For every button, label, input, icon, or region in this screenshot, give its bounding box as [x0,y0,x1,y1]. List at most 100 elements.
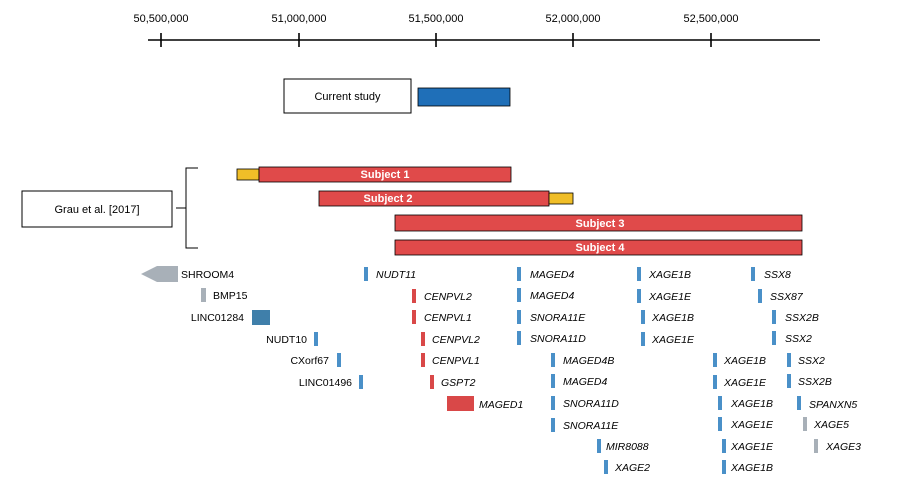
subject-2-label: Subject 2 [364,193,413,205]
grau-box [21,190,173,228]
gene-label: CXorf67 [290,355,329,367]
gene-mark [314,332,318,346]
gene-mark [421,353,425,367]
gene-label: SSX2B [798,376,832,388]
gene-mark [772,310,776,324]
subject-4-bar [394,239,803,256]
gene-label: MAGED1 [479,399,523,411]
gene-mark [641,310,645,324]
gene-mark [412,310,416,324]
gene-label: SHROOM4 [181,269,234,281]
gene-mark [604,460,608,474]
gene-label: GSPT2 [441,377,476,389]
subject-1-bar [258,166,512,183]
gene-mark [637,289,641,303]
current-study-label: Current study [314,91,381,103]
gene-mark [517,310,521,324]
gene-mark [797,396,801,410]
gene-label: XAGE1B [723,355,766,367]
gene-mark [641,332,645,346]
gene-label: XAGE3 [825,441,861,453]
gene-label: NUDT10 [266,334,307,346]
gene-mark [421,332,425,346]
gene-label: BMP15 [213,290,248,302]
grau-group: Grau et al. [2017] [21,167,198,249]
gene-mark [787,374,791,388]
gene-mark [430,375,434,389]
gene-mark [364,267,368,281]
gene-label: SSX8 [764,269,791,281]
current-study-bar [417,87,511,107]
gene-mark [551,374,555,388]
gene-label: CENPVL2 [424,291,472,303]
current-study-group: Current study [283,78,511,114]
gene-mark [758,289,762,303]
gene-label: XAGE1B [651,312,694,324]
gene-label: SNORA11D [530,333,586,345]
gene-label: XAGE1E [730,419,774,431]
gene-label: LINC01284 [191,312,244,324]
gene-label: MIR8088 [606,441,649,453]
gene-mark [517,288,521,302]
gene-mark [337,353,341,367]
gene-label: XAGE5 [813,419,849,431]
gene-mark [713,375,717,389]
gene-mark [722,460,726,474]
gene-mark [447,396,474,411]
subject-4-label: Subject 4 [576,242,626,254]
gene-label: XAGE1E [723,377,767,389]
gene-mark [551,396,555,410]
gene-label: SNORA11E [563,420,619,432]
gene-label: XAGE2 [614,462,650,474]
gene-mark [751,267,755,281]
gene-label: MAGED4B [563,355,614,367]
gene-label: SPANXN5 [809,399,857,411]
gene-label: LINC01496 [299,377,352,389]
gene-label: XAGE1E [651,334,695,346]
subject-2-bar [318,190,550,207]
gene-mark [252,310,270,325]
gene-label: XAGE1B [648,269,691,281]
axis-tick-label: 52,000,000 [545,13,600,25]
axis-tick-label: 51,500,000 [408,13,463,25]
axis-tick-label: 50,500,000 [133,13,188,25]
subject-2-extension [548,192,574,205]
subject-3-bar [394,214,803,232]
subject-1-extension [236,168,260,181]
grau-label: Grau et al. [2017] [55,204,140,216]
gene-label: MAGED4 [530,290,575,302]
gene-mark [718,396,722,410]
gene-label: XAGE1B [730,398,773,410]
gene-label: XAGE1E [648,291,692,303]
gene-label: MAGED4 [563,376,608,388]
gene-mark [713,353,717,367]
gene-mark [517,267,521,281]
gene-label: XAGE1B [730,462,773,474]
gene-label: NUDT11 [376,269,416,281]
gene-mark [551,418,555,432]
gene-label: XAGE1E [730,441,774,453]
genomic-axis: 50,500,000 51,000,000 51,500,000 52,000,… [133,13,820,47]
gene-mark [201,288,206,302]
gene-mark [551,353,555,367]
axis-tick-label: 52,500,000 [683,13,738,25]
gene-mark [787,353,791,367]
gene-mark [597,439,601,453]
gene-mark [359,375,363,389]
axis-tick-label: 51,000,000 [271,13,326,25]
gene-mark [517,331,521,345]
gene-mark [637,267,641,281]
subject-3-label: Subject 3 [576,218,625,230]
subject-1-label: Subject 1 [361,169,410,181]
gene-label: MAGED4 [530,269,575,281]
gene-label: SSX2 [785,333,812,345]
grau-bracket [176,167,198,249]
gene-label: CENPVL2 [432,334,480,346]
gene-label: SNORA11E [530,312,586,324]
gene-mark [718,417,722,431]
genes: SHROOM4 BMP15 LINC01284 NUDT10 CXorf67 L… [141,266,861,474]
gene-label: SNORA11D [563,398,619,410]
gene-mark [412,289,416,303]
gene-mark [722,439,726,453]
